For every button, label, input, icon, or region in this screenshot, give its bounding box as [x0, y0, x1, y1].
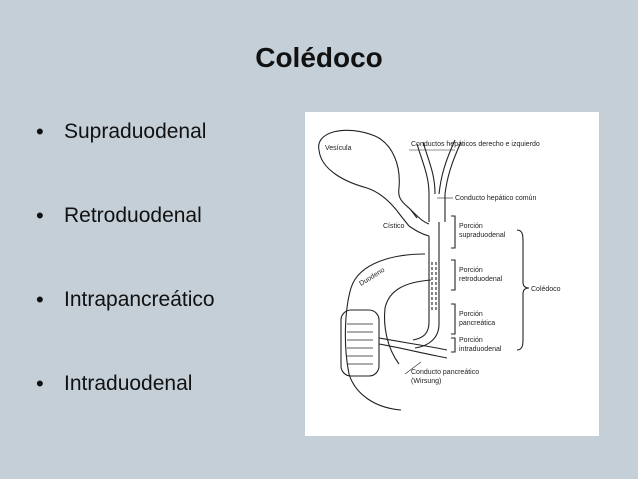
label-supra-2: supraduodenal — [459, 232, 506, 239]
coledoco-brace — [516, 229, 530, 351]
bullet-item: • Supraduodenal — [36, 112, 215, 196]
bullet-list: • Supraduodenal • Retroduodenal • Intrapanc… — [36, 112, 215, 448]
label-pancr-2: pancreática — [459, 320, 495, 327]
diagram-svg: Vesícula Conductos hepáticos derecho e i… — [318, 129, 561, 411]
label-intra-1: Porción — [459, 337, 483, 344]
bullet-text: Retroduodenal — [64, 204, 202, 227]
label-retro-1: Porción — [459, 267, 483, 274]
bullet-text: Supraduodenal — [64, 120, 207, 143]
label-retro-2: retroduodenal — [459, 276, 503, 283]
label-duodeno: Duodeno — [358, 267, 386, 288]
label-wirsung-2: (Wirsung) — [411, 378, 441, 385]
label-supra-1: Porción — [459, 223, 483, 230]
label-wirsung-1: Conducto pancreático — [411, 369, 479, 376]
bullet-text: Intraduodenal — [64, 372, 193, 395]
bracket-intraduodenal — [451, 337, 456, 353]
duodenum-outline — [344, 253, 426, 411]
bracket-pancreatica — [451, 303, 456, 335]
bullet-dot-icon: • — [36, 287, 44, 312]
slide-title: Colédoco — [255, 42, 383, 73]
bullet-item: • Retroduodenal — [36, 196, 215, 280]
hepatic-duct-right — [438, 139, 456, 195]
bullet-text: Intrapancreático — [64, 288, 215, 311]
bullet-dot-icon: • — [36, 203, 44, 228]
label-coledoco: Colédoco — [531, 286, 561, 293]
bracket-supraduodenal — [451, 215, 456, 249]
bullet-item: • Intraduodenal — [36, 364, 215, 448]
cystic-duct — [410, 209, 430, 225]
label-cistico: Cístico — [383, 223, 405, 230]
bullet-dot-icon: • — [36, 371, 44, 396]
pancreatic-duct — [378, 337, 448, 351]
label-vesicula: Vesícula — [325, 145, 352, 152]
bullet-item: • Intrapancreático — [36, 280, 215, 364]
papilla — [340, 309, 380, 377]
label-pancr-1: Porción — [459, 311, 483, 318]
bile-duct-diagram: Vesícula Conductos hepáticos derecho e i… — [305, 112, 599, 436]
common-bile-duct — [412, 236, 430, 341]
label-intra-2: intraduodenal — [459, 346, 502, 353]
label-hepatico-comun: Conducto hepático común — [455, 195, 536, 202]
label-hepaticos: Conductos hepáticos derecho e izquierdo — [411, 141, 540, 148]
bracket-retroduodenal — [451, 259, 456, 291]
gallbladder-outline — [318, 129, 418, 219]
hepatic-duct-left — [416, 143, 430, 195]
bullet-dot-icon: • — [36, 119, 44, 144]
